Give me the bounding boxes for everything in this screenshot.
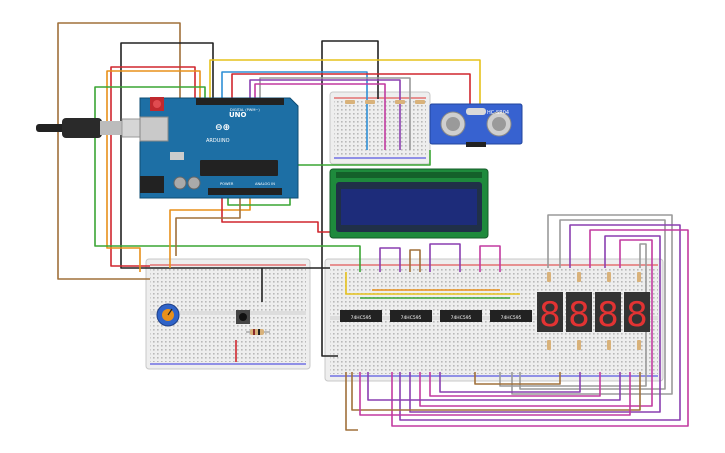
wire-red <box>231 73 471 108</box>
wire-brown <box>57 22 181 280</box>
digital-header <box>196 98 284 105</box>
shift-register-label: 74HC595 <box>401 315 422 321</box>
top-breadboard-resistors <box>345 100 425 104</box>
seven-segment-display-4: 8 <box>624 292 650 335</box>
wire-magenta <box>359 372 631 416</box>
wire-magenta <box>391 229 689 427</box>
arduino-brand-label: ARDUINO <box>206 138 230 144</box>
segment-digit: 8 <box>626 295 648 335</box>
segment-resistors <box>547 272 641 350</box>
seven-segment-display-2: 8 <box>566 292 592 335</box>
wire-purple <box>409 235 661 413</box>
wire-brown <box>351 372 641 411</box>
wire-yellow <box>209 59 481 110</box>
shift-register-label: 74HC595 <box>351 315 372 321</box>
shift-register-4: 74HC595 <box>490 310 532 322</box>
ultrasonic-sensor: HC-SR04 <box>429 103 523 147</box>
uno-label: UNO <box>229 111 247 119</box>
wire-purple <box>379 247 401 272</box>
shift-register-label: 74HC595 <box>501 315 522 321</box>
wire-brown <box>345 372 358 431</box>
wire-gray <box>259 77 411 150</box>
wire-black <box>120 42 330 269</box>
wires <box>57 22 689 431</box>
potentiometer <box>156 303 180 327</box>
arduino-logo: ⊖⊕ <box>215 123 230 133</box>
wire-gray <box>511 214 673 395</box>
wire-brown <box>175 196 241 256</box>
wire-purple <box>439 372 581 393</box>
wire-orange <box>169 196 251 268</box>
breadboard-top <box>329 91 431 165</box>
power-analog-header <box>208 188 282 195</box>
push-button <box>236 310 250 324</box>
barrel-jack <box>140 176 164 193</box>
wire-purple <box>399 224 681 421</box>
wire-purple <box>429 243 461 272</box>
lcd-screen <box>341 189 477 225</box>
shift-register-label: 74HC595 <box>451 315 472 321</box>
shift-register-3: 74HC595 <box>440 310 482 322</box>
wire-magenta <box>479 245 501 272</box>
seven-segment-display-3: 8 <box>595 292 621 335</box>
shift-register-2: 74HC595 <box>390 310 432 322</box>
wire-magenta <box>429 372 601 397</box>
wire-orange <box>106 70 201 272</box>
wire-purple <box>249 79 401 150</box>
usb-port <box>139 116 169 142</box>
seven-segment-display-1: 8 <box>537 292 563 335</box>
power-cable <box>36 118 145 138</box>
wire-brown <box>474 372 561 385</box>
lcd-display <box>329 168 489 239</box>
wire-purple <box>367 372 621 401</box>
wire-green <box>94 86 361 272</box>
shift-register-1: 74HC595 <box>340 310 382 322</box>
segment-digit: 8 <box>597 295 619 335</box>
wire-blue <box>221 71 368 150</box>
resistor <box>246 329 270 335</box>
wire-red <box>110 66 196 267</box>
wire-magenta <box>254 83 386 150</box>
wire-yellow <box>345 272 520 295</box>
atmega-chip <box>200 160 278 176</box>
segment-digit: 8 <box>568 295 590 335</box>
power-label: POWER <box>220 182 234 186</box>
wire-brown <box>409 249 421 272</box>
arduino-uno-board: ⊖⊕ UNO ARDUINO DIGITAL (PWM~) POWER ANAL… <box>139 97 299 199</box>
analog-label: ANALOG IN <box>255 182 275 186</box>
segment-digit: 8 <box>539 295 561 335</box>
wire-red <box>221 196 350 233</box>
digital-pins-label: DIGITAL (PWM~) <box>230 108 260 112</box>
ultrasonic-label: HC-SR04 <box>487 110 509 116</box>
